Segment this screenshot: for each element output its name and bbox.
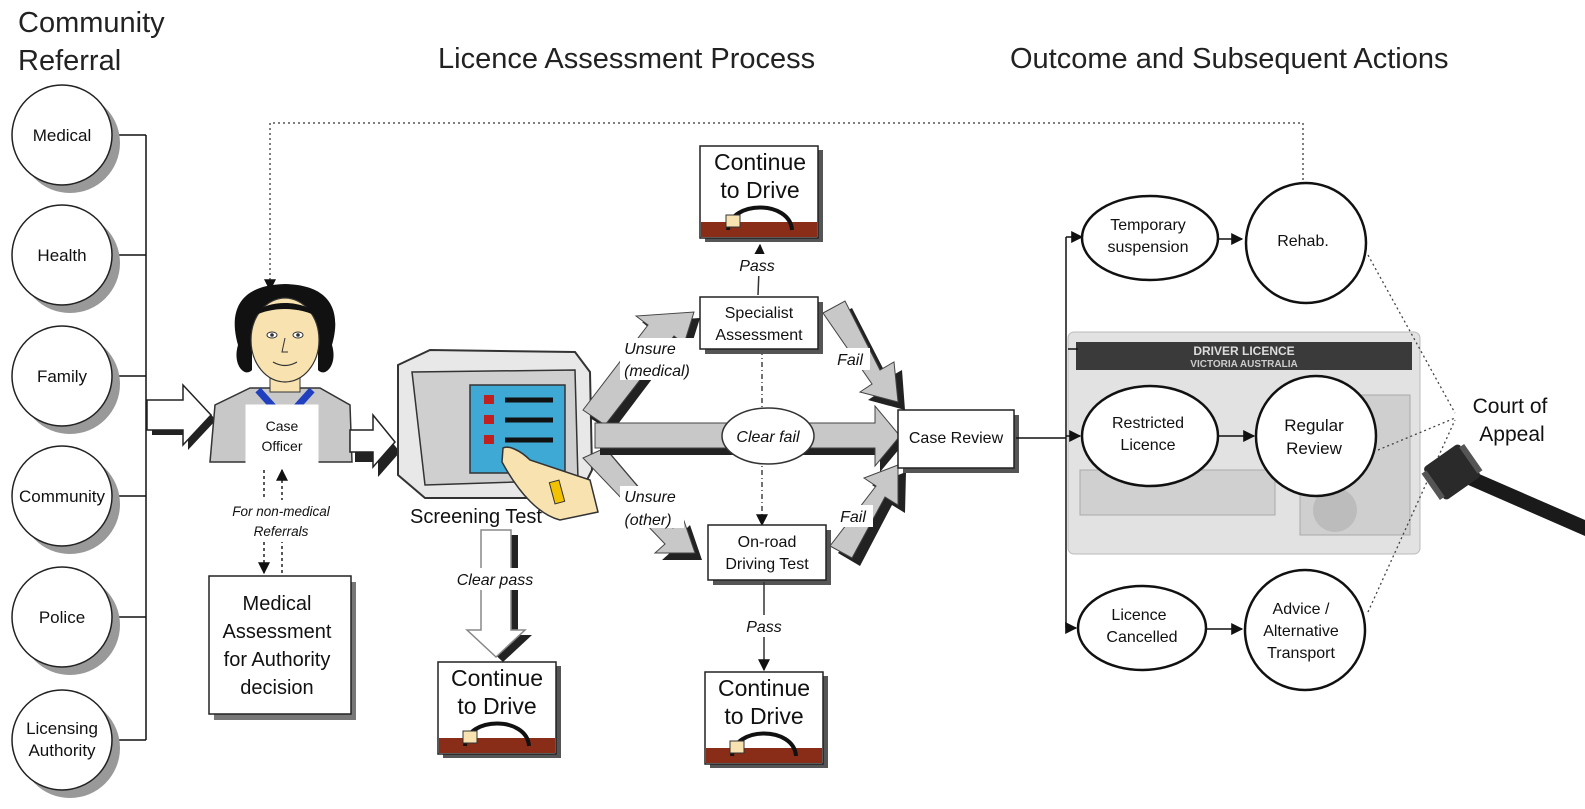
continue-to-drive-top: Continue to Drive xyxy=(699,145,823,242)
clear-pass-arrow xyxy=(465,529,532,662)
svg-text:Case Review: Case Review xyxy=(909,430,1004,447)
case-officer-label: Case xyxy=(266,418,299,434)
referral-licensing-authority: Licensing Authority xyxy=(11,689,120,798)
svg-text:Appeal: Appeal xyxy=(1479,423,1544,446)
svg-text:to Drive: to Drive xyxy=(720,177,799,203)
svg-text:for Authority: for Authority xyxy=(224,649,331,671)
restricted-licence-node: Restricted Licence xyxy=(1080,384,1220,488)
specialist-fail-arrow: Fail xyxy=(822,300,905,410)
svg-text:Pass: Pass xyxy=(739,258,775,275)
clear-pass-label: Clear pass xyxy=(448,568,542,590)
continue-to-drive-onroad: Continue to Drive xyxy=(704,671,828,768)
svg-text:On-road: On-road xyxy=(738,534,797,551)
referral-to-officer-arrow xyxy=(146,383,216,450)
svg-text:suspension: suspension xyxy=(1108,239,1189,256)
unsure-other-label: Unsure (other) xyxy=(620,486,684,529)
rehab-node: Rehab. xyxy=(1244,181,1368,305)
svg-text:Continue: Continue xyxy=(714,149,806,175)
svg-text:Temporary: Temporary xyxy=(1110,217,1186,234)
svg-text:Assessment: Assessment xyxy=(715,327,803,344)
referral-health: Health xyxy=(11,204,120,313)
non-medical-note: For non-medical Referrals xyxy=(222,500,342,542)
heading-licence-process: Licence Assessment Process xyxy=(438,43,816,75)
referral-medical: Medical xyxy=(11,84,120,193)
continue-to-drive-screening: Continue to Drive xyxy=(437,661,561,758)
svg-text:Rehab.: Rehab. xyxy=(1277,233,1329,250)
referral-label: Licensing xyxy=(26,719,98,738)
screening-test-label: Screening Test xyxy=(410,506,542,528)
svg-text:Driving Test: Driving Test xyxy=(725,556,809,573)
specialist-pass-connector: Pass xyxy=(732,243,782,296)
svg-text:Referrals: Referrals xyxy=(254,524,309,539)
temporary-suspension-node: Temporary suspension xyxy=(1080,194,1220,282)
gavel-icon xyxy=(1421,443,1585,536)
svg-text:Licence: Licence xyxy=(1120,437,1175,454)
svg-text:Court of: Court of xyxy=(1473,395,1548,418)
feedback-dotted-line xyxy=(264,122,1304,292)
referral-family: Family xyxy=(11,325,120,434)
svg-text:DRIVER LICENCE: DRIVER LICENCE xyxy=(1193,344,1294,358)
svg-text:Continue: Continue xyxy=(451,665,543,691)
svg-text:Unsure: Unsure xyxy=(624,341,676,358)
referral-bracket xyxy=(112,134,147,741)
svg-text:Transport: Transport xyxy=(1267,645,1335,662)
advice-transport-node: Advice / Alternative Transport xyxy=(1243,568,1367,692)
court-of-appeal-label: Court of Appeal xyxy=(1473,395,1548,446)
officer-to-screening-arrow xyxy=(349,412,400,477)
referral-label: Authority xyxy=(28,741,96,760)
svg-text:Advice /: Advice / xyxy=(1273,601,1330,618)
case-officer-label-box: Case Officer xyxy=(245,404,319,466)
svg-text:Fail: Fail xyxy=(837,352,863,369)
svg-text:Unsure: Unsure xyxy=(624,489,676,506)
onroad-pass-connector: Pass xyxy=(738,582,790,672)
svg-text:For non-medical: For non-medical xyxy=(232,504,331,519)
medical-assessment-box: Medical Assessment for Authority decisio… xyxy=(208,575,356,720)
referral-label: Medical xyxy=(33,126,92,145)
onroad-fail-arrow: Fail xyxy=(829,464,906,566)
svg-text:Review: Review xyxy=(1286,439,1342,458)
outcome-bracket xyxy=(1016,231,1084,634)
specialist-assessment-box: Specialist Assessment xyxy=(699,296,823,354)
case-officer-label: Officer xyxy=(262,438,303,454)
licence-cancelled-node: Licence Cancelled xyxy=(1076,584,1208,672)
svg-text:Fail: Fail xyxy=(840,509,866,526)
svg-text:to Drive: to Drive xyxy=(457,693,536,719)
svg-text:Pass: Pass xyxy=(746,619,782,636)
referral-community: Community xyxy=(11,445,120,554)
referral-label: Health xyxy=(37,246,86,265)
case-review-box: Case Review xyxy=(897,409,1019,473)
svg-text:Continue: Continue xyxy=(718,675,810,701)
screening-machine-icon xyxy=(397,348,599,521)
svg-text:decision: decision xyxy=(240,677,313,699)
svg-text:Cancelled: Cancelled xyxy=(1106,629,1177,646)
svg-text:Assessment: Assessment xyxy=(223,621,332,643)
heading-community-referral: Community Referral xyxy=(18,7,165,77)
referral-label: Police xyxy=(39,608,85,627)
svg-text:(medical): (medical) xyxy=(624,363,690,380)
svg-text:Specialist: Specialist xyxy=(725,305,794,322)
svg-text:Licence: Licence xyxy=(1111,607,1166,624)
appeal-dotted-lines xyxy=(1367,254,1456,613)
svg-text:Regular: Regular xyxy=(1284,416,1344,435)
svg-text:VICTORIA AUSTRALIA: VICTORIA AUSTRALIA xyxy=(1190,359,1297,370)
svg-text:(other): (other) xyxy=(624,512,671,529)
heading-outcome: Outcome and Subsequent Actions xyxy=(1010,43,1449,75)
onroad-test-box: On-road Driving Test xyxy=(707,524,831,585)
unsure-medical-label: Unsure (medical) xyxy=(620,338,696,380)
svg-text:Alternative: Alternative xyxy=(1263,623,1339,640)
svg-text:Clear fail: Clear fail xyxy=(736,429,800,446)
clear-fail-node: Clear fail xyxy=(721,407,815,465)
referral-label: Community xyxy=(19,487,105,506)
svg-text:Clear pass: Clear pass xyxy=(457,572,533,589)
svg-text:Restricted: Restricted xyxy=(1112,415,1184,432)
regular-review-node: Regular Review xyxy=(1254,374,1378,498)
officer-medical-connectors xyxy=(258,468,288,575)
svg-text:to Drive: to Drive xyxy=(724,703,803,729)
svg-text:Medical: Medical xyxy=(243,593,312,615)
referral-label: Family xyxy=(37,367,88,386)
referral-police: Police xyxy=(11,566,120,675)
